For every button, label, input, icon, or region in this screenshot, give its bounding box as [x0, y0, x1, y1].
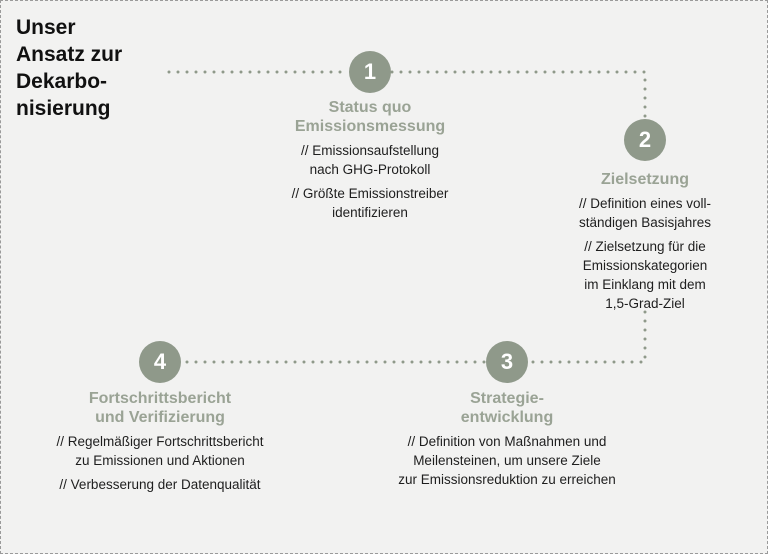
step-3-badge: 3	[486, 341, 528, 383]
step-4-bullet-1: // Regelmäßiger Fortschrittsbericht zu E…	[56, 434, 264, 468]
step-2-heading: Zielsetzung	[600, 171, 689, 188]
step-2-bullet-1: // Definition eines voll- ständigen Basi…	[578, 196, 712, 230]
step-4-bullets: // Regelmäßiger Fortschrittsbericht zu E…	[25, 432, 295, 499]
step-2-badge: 2	[624, 119, 666, 161]
step-4-badge: 4	[139, 341, 181, 383]
connector-step-1-to-step-2	[390, 70, 647, 120]
step-1-bullet-1: // Emissionsaufstellung nach GHG-Protoko…	[300, 143, 440, 177]
step-1-bullets: // Emissionsaufstellung nach GHG-Protoko…	[250, 141, 490, 227]
step-3-heading: Strategie- entwicklung	[460, 390, 554, 426]
step-1-bullet-2: // Größte Emissionstreiber identifiziere…	[291, 186, 449, 220]
step-2-bullet-2: // Zielsetzung für die Emissionskategori…	[582, 239, 708, 311]
step-1-badge: 1	[349, 51, 391, 93]
step-2-bullets: // Definition eines voll- ständigen Basi…	[545, 194, 745, 318]
step-4-heading: Fortschrittsbericht und Verifizierung	[88, 390, 232, 426]
step-4-bullet-2: // Verbesserung der Datenqualität	[59, 477, 261, 492]
step-3-bullets: // Definition von Maßnahmen und Meilenst…	[372, 432, 642, 494]
page-title: Unser Ansatz zur Dekarbo- nisierung	[16, 16, 123, 120]
step-3-bullet-1: // Definition von Maßnahmen und Meilenst…	[398, 434, 616, 487]
connector-step-2-to-step-3	[528, 310, 647, 364]
step-1-heading: Status quo Emissionsmessung	[294, 99, 446, 135]
